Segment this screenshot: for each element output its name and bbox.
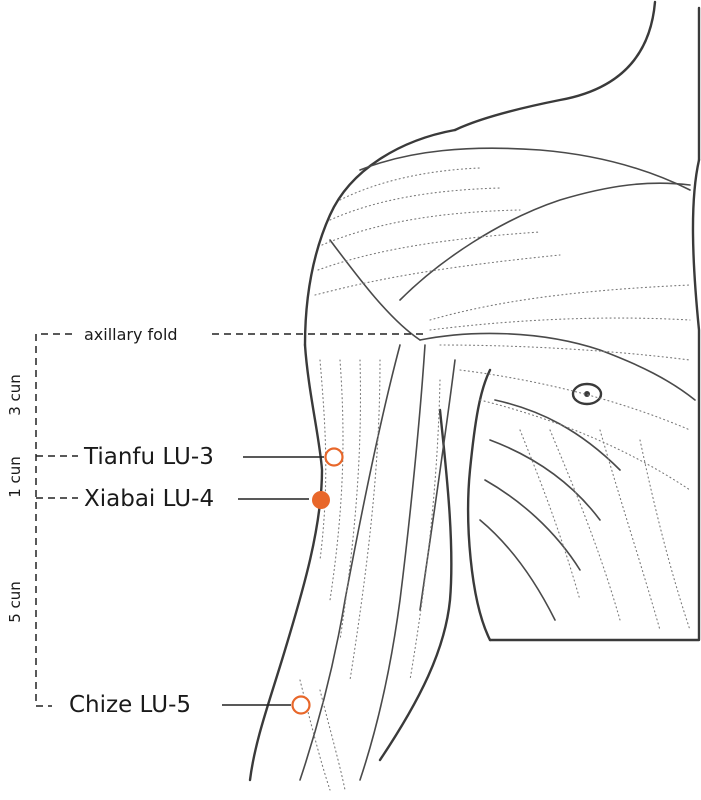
xiabai-point-marker <box>312 491 330 509</box>
axillary-fold-label: axillary fold <box>84 325 178 344</box>
measurement-lower-label: 5 cun <box>6 581 24 623</box>
measurement-upper-label: 3 cun <box>6 374 24 416</box>
chize-label: Chize LU-5 <box>69 692 191 718</box>
measurement-bracket <box>35 333 425 707</box>
tianfu-label: Tianfu LU-3 <box>83 444 214 470</box>
arm-shoulder-illustration <box>248 0 701 791</box>
tianfu-point-marker <box>324 447 344 467</box>
measurement-middle-label: 1 cun <box>6 456 24 498</box>
chize-point-marker <box>291 695 311 715</box>
xiabai-label: Xiabai LU-4 <box>84 486 214 512</box>
